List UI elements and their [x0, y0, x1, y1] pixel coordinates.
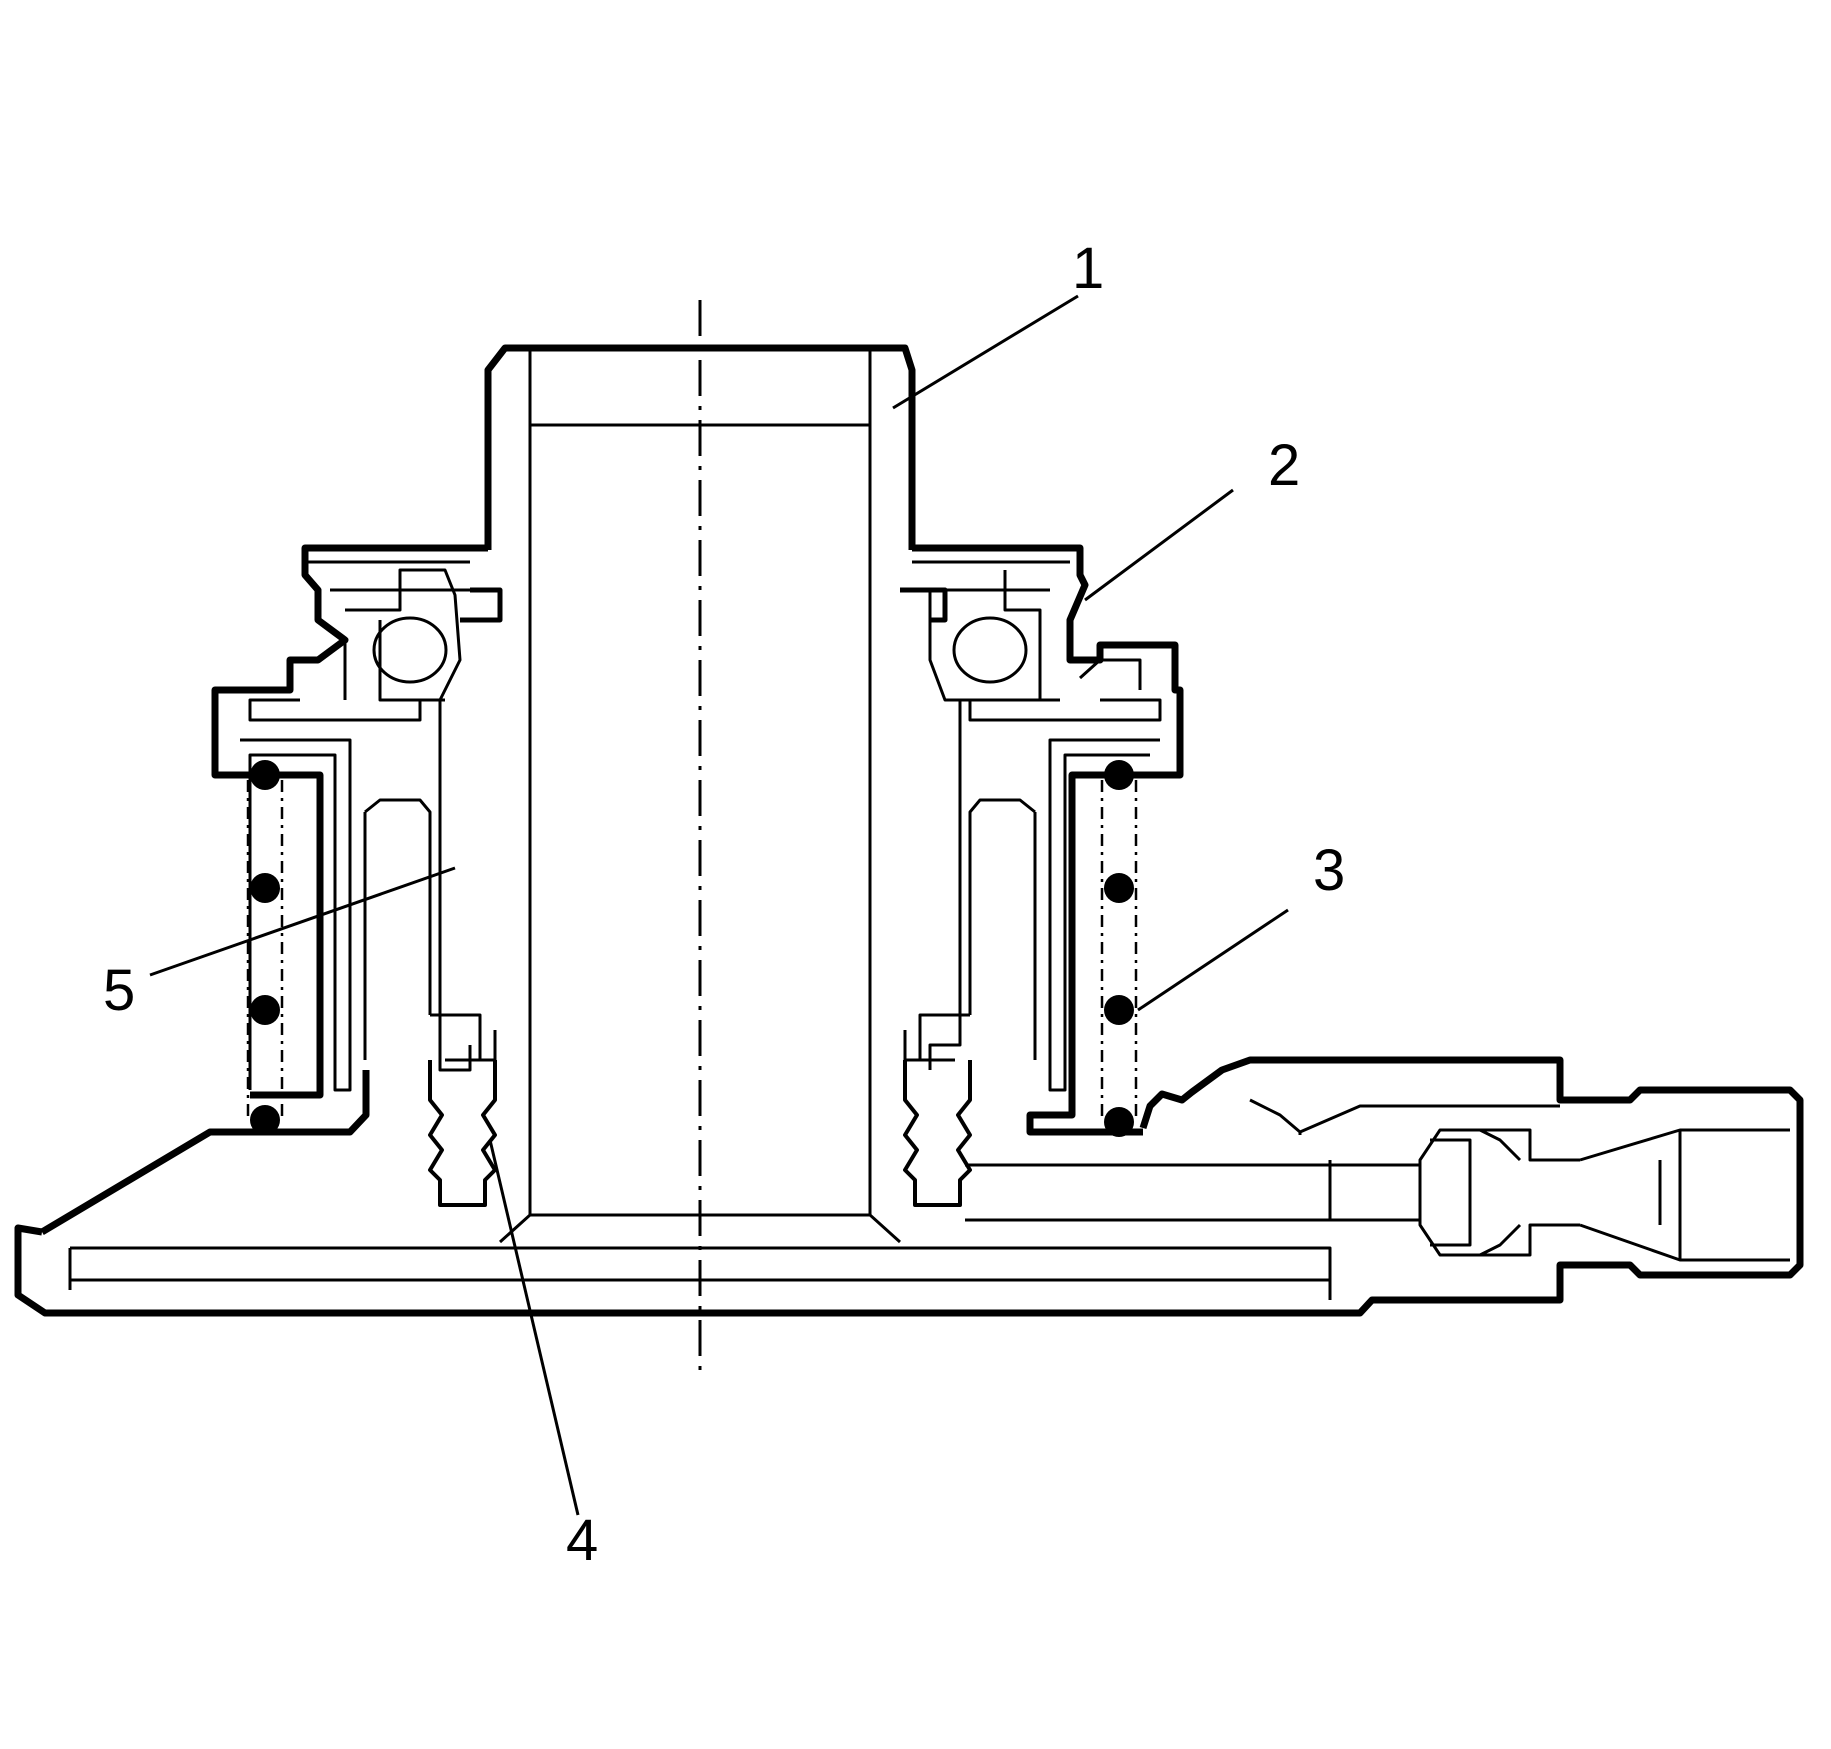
callout-5: 5: [103, 958, 135, 1023]
leader-lines: [149, 294, 1289, 1516]
leader-line-1: [892, 294, 1079, 410]
base-flange: [14, 1056, 1564, 1317]
spring-left: [246, 760, 284, 1135]
piston-right: [903, 798, 1037, 1207]
callout-1: 1: [1072, 236, 1104, 301]
spring-right: [1100, 760, 1138, 1137]
callout-3: 3: [1313, 838, 1345, 903]
guide-sleeve: [484, 344, 916, 1244]
leader-line-5: [149, 866, 456, 977]
piston-left: [363, 798, 497, 1207]
callout-4: 4: [566, 1508, 598, 1573]
leader-line-3: [1137, 908, 1289, 1012]
callout-2: 2: [1268, 433, 1300, 498]
hydraulic-connector: [965, 1078, 1804, 1279]
leader-line-4: [488, 1139, 580, 1516]
leader-line-2: [1084, 488, 1234, 602]
release-bearing-right: [900, 544, 1184, 1130]
release-bearing-left: [211, 544, 503, 1099]
callout-labels: 1 2 3 4 5: [103, 236, 1345, 1573]
